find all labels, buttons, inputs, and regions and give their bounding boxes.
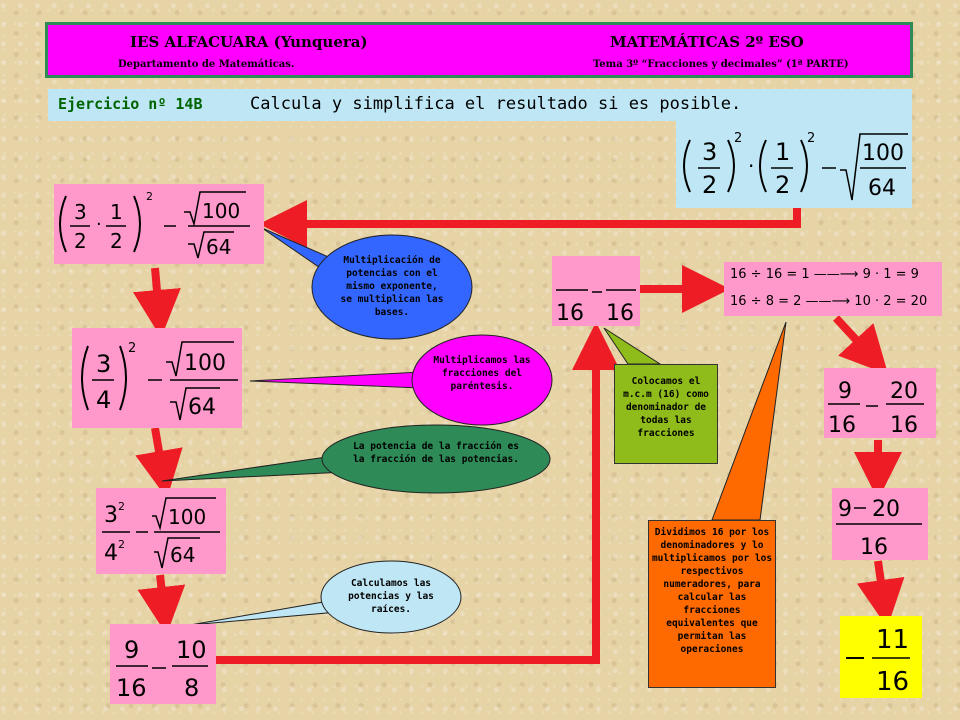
arrow-rules-to-step6 bbox=[833, 315, 889, 375]
lcm-expression: 16 16 bbox=[552, 256, 640, 326]
original-expression-math: 3 2 2 · 1 2 2 100 64 bbox=[683, 131, 908, 201]
bubble1-text: Multiplicación de potencias con el mismo… bbox=[340, 255, 444, 318]
final-result: 11 16 bbox=[840, 616, 922, 698]
svg-text:100: 100 bbox=[202, 199, 240, 223]
bubble4-text: Calculamos las potencias y las raíces. bbox=[348, 578, 434, 615]
svg-text:3: 3 bbox=[96, 350, 111, 378]
svg-text:2: 2 bbox=[702, 171, 717, 199]
svg-text:1: 1 bbox=[775, 138, 790, 166]
svg-text:2: 2 bbox=[734, 131, 742, 146]
svg-text:64: 64 bbox=[188, 395, 216, 420]
svg-text:3: 3 bbox=[74, 200, 87, 224]
step3-math: 3 2 4 2 100 64 bbox=[102, 497, 220, 569]
svg-text:2: 2 bbox=[128, 341, 136, 356]
svg-text:10: 10 bbox=[176, 636, 207, 664]
svg-text:20: 20 bbox=[872, 497, 900, 522]
rule-line-1: 16 ÷ 16 = 1 ——⟶ 9 · 1 = 9 bbox=[730, 267, 919, 282]
svg-text:100: 100 bbox=[168, 505, 206, 529]
subject-name: MATEMÁTICAS 2º ESO bbox=[610, 33, 804, 51]
step6-math: 9 16 20 16 bbox=[828, 379, 924, 438]
exercise-title-bar: Ejercicio nº 14B Calcula y simplifica el… bbox=[48, 89, 912, 121]
bubble2-tail bbox=[249, 371, 421, 389]
svg-text:16: 16 bbox=[860, 535, 888, 560]
step3-expression: 3 2 4 2 100 64 bbox=[96, 488, 226, 574]
step1-expression: 3 2 · 1 2 2 100 64 bbox=[54, 184, 264, 264]
svg-text:·: · bbox=[748, 154, 754, 178]
step4-math: 9 16 10 8 bbox=[116, 636, 208, 702]
svg-text:64: 64 bbox=[170, 543, 195, 567]
bubble3-shape bbox=[321, 424, 551, 494]
lcm-note-tail bbox=[603, 327, 662, 365]
bubble2-shape bbox=[411, 334, 553, 426]
svg-text:16: 16 bbox=[828, 413, 856, 438]
step6-expression: 9 16 20 16 bbox=[824, 368, 936, 438]
svg-text:4: 4 bbox=[96, 386, 111, 414]
svg-text:11: 11 bbox=[876, 625, 909, 655]
step7-expression: 9 20 16 bbox=[832, 488, 928, 560]
arrow-step4-to-lcm bbox=[216, 322, 620, 664]
svg-text:8: 8 bbox=[184, 674, 199, 702]
svg-text:16: 16 bbox=[890, 413, 918, 438]
svg-text:16: 16 bbox=[116, 674, 147, 702]
divide-note: Dividimos 16 por los denominadores y lo … bbox=[648, 520, 776, 688]
step7-math: 9 20 16 bbox=[836, 497, 922, 560]
svg-text:100: 100 bbox=[862, 141, 904, 166]
exercise-number: Ejercicio nº 14B bbox=[58, 95, 203, 113]
arrow-step3-to-step4 bbox=[137, 574, 186, 635]
exercise-instruction: Calcula y simplifica el resultado si es … bbox=[250, 94, 742, 114]
school-name: IES ALFACUARA (Yunquera) bbox=[130, 33, 368, 51]
svg-text:2: 2 bbox=[110, 229, 123, 253]
bubble3-tail bbox=[161, 454, 346, 482]
bubble4-tail bbox=[189, 599, 339, 626]
svg-text:2: 2 bbox=[807, 131, 815, 146]
step4-expression: 9 16 10 8 bbox=[110, 624, 216, 704]
svg-text:2: 2 bbox=[118, 500, 125, 513]
arrow-step2-to-step3 bbox=[135, 427, 183, 499]
svg-text:16: 16 bbox=[876, 667, 909, 697]
svg-text:9: 9 bbox=[838, 497, 852, 522]
original-expression: 3 2 2 · 1 2 2 100 64 bbox=[676, 120, 912, 208]
svg-text:100: 100 bbox=[184, 351, 226, 376]
step2-expression: 3 4 2 100 64 bbox=[72, 328, 242, 428]
svg-text:20: 20 bbox=[890, 379, 918, 404]
svg-text:64: 64 bbox=[206, 235, 231, 259]
svg-text:2: 2 bbox=[775, 171, 790, 199]
svg-text:3: 3 bbox=[702, 138, 717, 166]
final-result-math: 11 16 bbox=[846, 625, 910, 697]
svg-text:1: 1 bbox=[110, 200, 123, 224]
lcm-note: Colocamos el m.c.m (16) como denominador… bbox=[614, 364, 718, 464]
svg-text:2: 2 bbox=[74, 229, 87, 253]
svg-text:64: 64 bbox=[868, 176, 896, 201]
topic-name: Tema 3º “Fracciones y decimales” (1ª PAR… bbox=[593, 59, 849, 70]
bubble3-text: La potencia de la fracción es la fracció… bbox=[353, 441, 519, 465]
svg-text:2: 2 bbox=[118, 538, 125, 551]
svg-text:9: 9 bbox=[838, 379, 852, 404]
divide-note-tail bbox=[711, 321, 787, 521]
svg-text:16: 16 bbox=[606, 301, 634, 326]
arrow-step1-to-step2 bbox=[133, 267, 181, 338]
svg-text:9: 9 bbox=[124, 636, 139, 664]
bubble4-shape bbox=[320, 560, 462, 634]
lcm-math: 16 16 bbox=[556, 289, 636, 326]
svg-text:·: · bbox=[96, 214, 102, 235]
bubble2-text: Multiplicamos las fracciones del parénte… bbox=[433, 355, 531, 392]
svg-text:16: 16 bbox=[556, 301, 584, 326]
step2-math: 3 4 2 100 64 bbox=[81, 341, 238, 421]
rule-line-2: 16 ÷ 8 = 2 ——⟶ 10 · 2 = 20 bbox=[730, 294, 928, 309]
arrow-step7-to-result bbox=[856, 560, 905, 628]
svg-text:2: 2 bbox=[146, 190, 153, 203]
arrow-start-to-step1 bbox=[259, 200, 801, 248]
bubble1-shape bbox=[311, 234, 473, 340]
step1-math: 3 2 · 1 2 2 100 64 bbox=[59, 190, 250, 259]
department-name: Departamento de Matemáticas. bbox=[118, 59, 295, 70]
header-banner: IES ALFACUARA (Yunquera) MATEMÁTICAS 2º … bbox=[45, 22, 913, 78]
svg-text:3: 3 bbox=[104, 503, 118, 528]
svg-text:4: 4 bbox=[104, 541, 118, 566]
equivalence-rules: 16 ÷ 16 = 1 ——⟶ 9 · 1 = 9 16 ÷ 8 = 2 ——⟶… bbox=[724, 262, 942, 316]
